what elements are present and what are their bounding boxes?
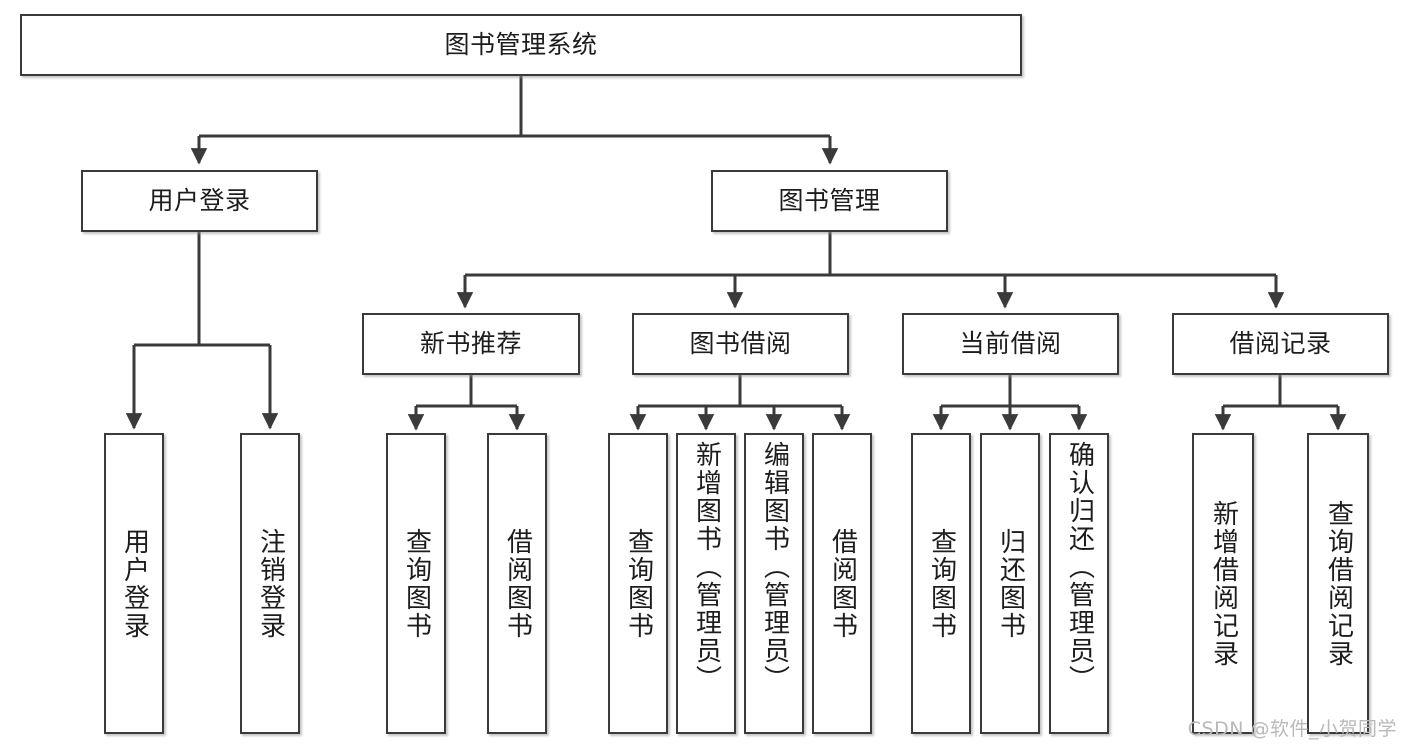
node-label: 借阅图书 [502,527,533,640]
node-label: 查询借阅记录 [1323,499,1354,668]
node-label: 新书推荐 [419,329,522,359]
node-new-book-recommend[interactable]: 新书推荐 [362,313,580,375]
node-label: 用户登录 [148,186,251,216]
node-user-login[interactable]: 用户登录 [81,170,318,232]
node-leaf-add-record[interactable]: 新增借阅记录 [1192,433,1254,734]
node-label: 查询图书 [623,527,654,640]
node-label: 用户登录 [119,527,150,640]
node-label: 借阅图书 [827,527,858,640]
node-label: 查询图书 [926,527,957,640]
node-leaf-confirm-return[interactable]: 确认归还（管理员） [1049,433,1109,734]
node-label: 查询图书 [401,527,432,640]
node-leaf-borrow-book-1[interactable]: 借阅图书 [487,433,547,734]
node-leaf-add-book[interactable]: 新增图书（管理员） [676,433,736,734]
node-leaf-query-book-3[interactable]: 查询图书 [911,433,971,734]
node-label: 图书管理 [778,186,881,216]
node-leaf-query-record[interactable]: 查询借阅记录 [1307,433,1369,734]
node-leaf-return-book[interactable]: 归还图书 [980,433,1040,734]
node-label: 图书借阅 [689,329,792,359]
node-leaf-query-book-1[interactable]: 查询图书 [386,433,446,734]
node-label: 当前借阅 [959,329,1062,359]
node-book-borrow[interactable]: 图书借阅 [632,313,849,375]
node-borrow-record[interactable]: 借阅记录 [1172,313,1389,375]
node-label: 新增图书（管理员） [691,441,722,693]
node-label: 归还图书 [995,527,1026,640]
node-label: 新增借阅记录 [1208,499,1239,668]
node-leaf-query-book-2[interactable]: 查询图书 [608,433,668,734]
node-leaf-borrow-book-2[interactable]: 借阅图书 [812,433,872,734]
node-book-manage[interactable]: 图书管理 [711,170,948,232]
node-leaf-edit-book[interactable]: 编辑图书（管理员） [744,433,804,734]
watermark-csdn: CSDN @软件_小贺同学 [1187,718,1397,740]
node-leaf-user-login[interactable]: 用户登录 [104,433,164,734]
node-root-book-management-system[interactable]: 图书管理系统 [20,14,1022,76]
node-current-borrow[interactable]: 当前借阅 [902,313,1119,375]
node-label: 编辑图书（管理员） [759,441,790,693]
node-label: 确认归还（管理员） [1064,441,1095,693]
node-label: 图书管理系统 [444,30,598,60]
node-label: 借阅记录 [1229,329,1332,359]
node-label: 注销登录 [255,527,286,640]
node-leaf-user-logout[interactable]: 注销登录 [240,433,300,734]
